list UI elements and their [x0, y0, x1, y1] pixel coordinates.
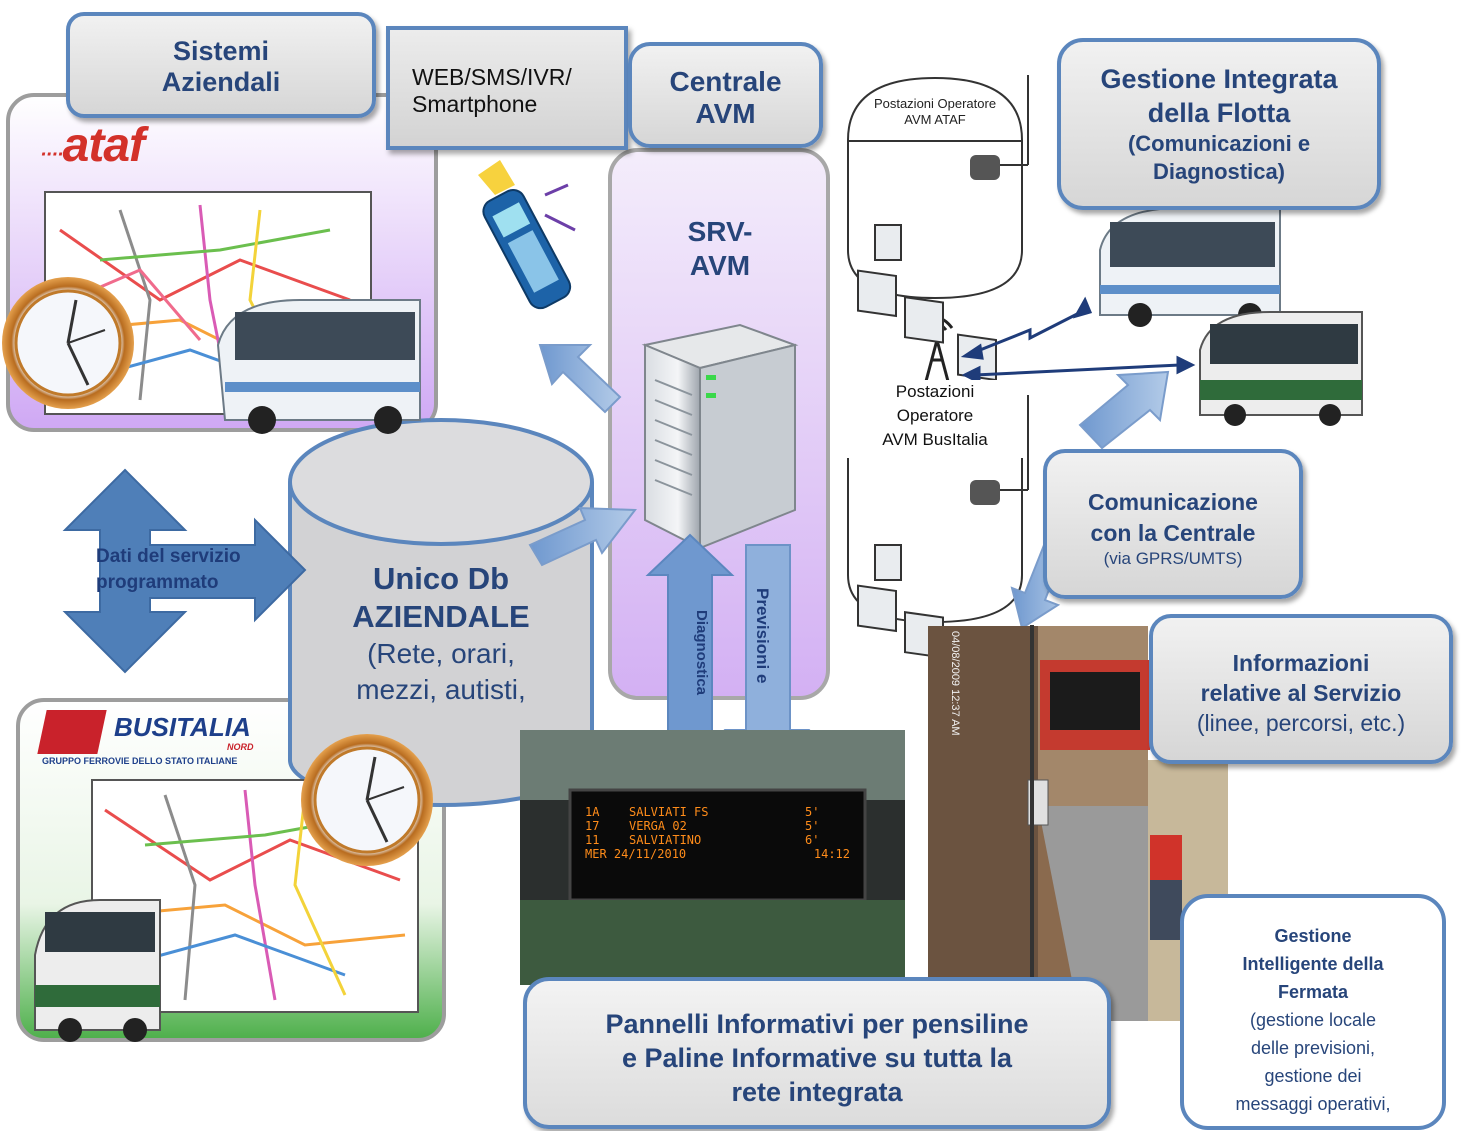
postazioni-busitalia-label: Postazioni Operatore AVM BusItalia — [845, 380, 1025, 458]
data-double-arrow — [62, 468, 307, 674]
photo-timestamp: 04/08/2009 12:37 AM — [949, 631, 961, 736]
bus-icon-fleet-2 — [1199, 311, 1363, 426]
busitalia-logo-nord: NORD — [227, 742, 254, 752]
postazioni-ataf-label: Postazioni Operatore AVM ATAF — [873, 96, 997, 127]
comm-arrow-upper — [960, 296, 1093, 360]
diagnostica-label: Diagnostica — [693, 610, 710, 696]
bus-stop-photo — [928, 625, 1228, 1025]
arrow-diagnostica-up — [645, 533, 735, 771]
ataf-logo-dots: ···· — [40, 144, 64, 166]
fermata-box: Gestione Intelligente della Fermata (ges… — [1180, 894, 1446, 1130]
led-display-photo — [520, 730, 905, 985]
busitalia-logo-gruppo: GRUPPO FERROVIE DELLO STATO ITALIANE — [42, 756, 238, 766]
sistemi-aziendali-label: Sistemi Aziendali — [66, 12, 376, 118]
srv-avm-label: SRV- AVM — [687, 216, 753, 281]
led-row: 17 VERGA 02 5' — [585, 819, 820, 833]
previsioni-label: Previsioni e — [753, 588, 772, 684]
bus-icon-fleet-1 — [1099, 207, 1281, 327]
fs-logo-icon — [37, 710, 107, 754]
dati-servizio-label: Dati del servizio programmato — [96, 546, 241, 593]
database-cylinder — [288, 418, 594, 807]
led-row: MER 24/11/2010 14:12 — [585, 847, 850, 861]
mobile-phone-icon — [478, 160, 576, 310]
operator-station-busitalia — [847, 395, 1029, 697]
led-row: 11 SALVIATINO 6' — [585, 833, 820, 847]
clock-icon-ataf — [2, 277, 134, 409]
comunicazione-box: Comunicazione con la Centrale (via GPRS/… — [1043, 449, 1303, 599]
ataf-logo: ····ataf — [40, 119, 145, 172]
clock-icon-busitalia — [301, 734, 433, 866]
gestione-flotta-box: Gestione Integrata della Flotta (Comunic… — [1057, 38, 1381, 210]
busitalia-logo-name: BUSITALIA — [114, 712, 251, 742]
arrow-db-to-server — [528, 506, 637, 567]
pannelli-box: Pannelli Informativi per pensiline e Pal… — [523, 977, 1111, 1129]
database-label: Unico Db AZIENDALE (Rete, orari, mezzi, … — [352, 561, 530, 705]
led-display: 1A SALVIATI FS 5' 17 VERGA 02 5' 11 SALV… — [585, 805, 850, 885]
bus-icon-busitalia — [34, 899, 161, 1042]
arrow-to-fleet — [1078, 370, 1170, 450]
web-sms-box: WEB/SMS/IVR/ Smartphone — [386, 26, 628, 150]
bus-icon-ataf — [216, 299, 421, 434]
informazioni-box: Informazioni relative al Servizio (linee… — [1149, 614, 1453, 764]
operator-station-ataf — [847, 75, 1029, 382]
centrale-avm-label: Centrale AVM — [628, 42, 823, 148]
led-row: 1A SALVIATI FS 5' — [585, 805, 820, 819]
arrow-to-phone — [538, 344, 622, 414]
comm-arrow-lower — [961, 355, 1196, 385]
server-tower-icon — [641, 323, 799, 550]
